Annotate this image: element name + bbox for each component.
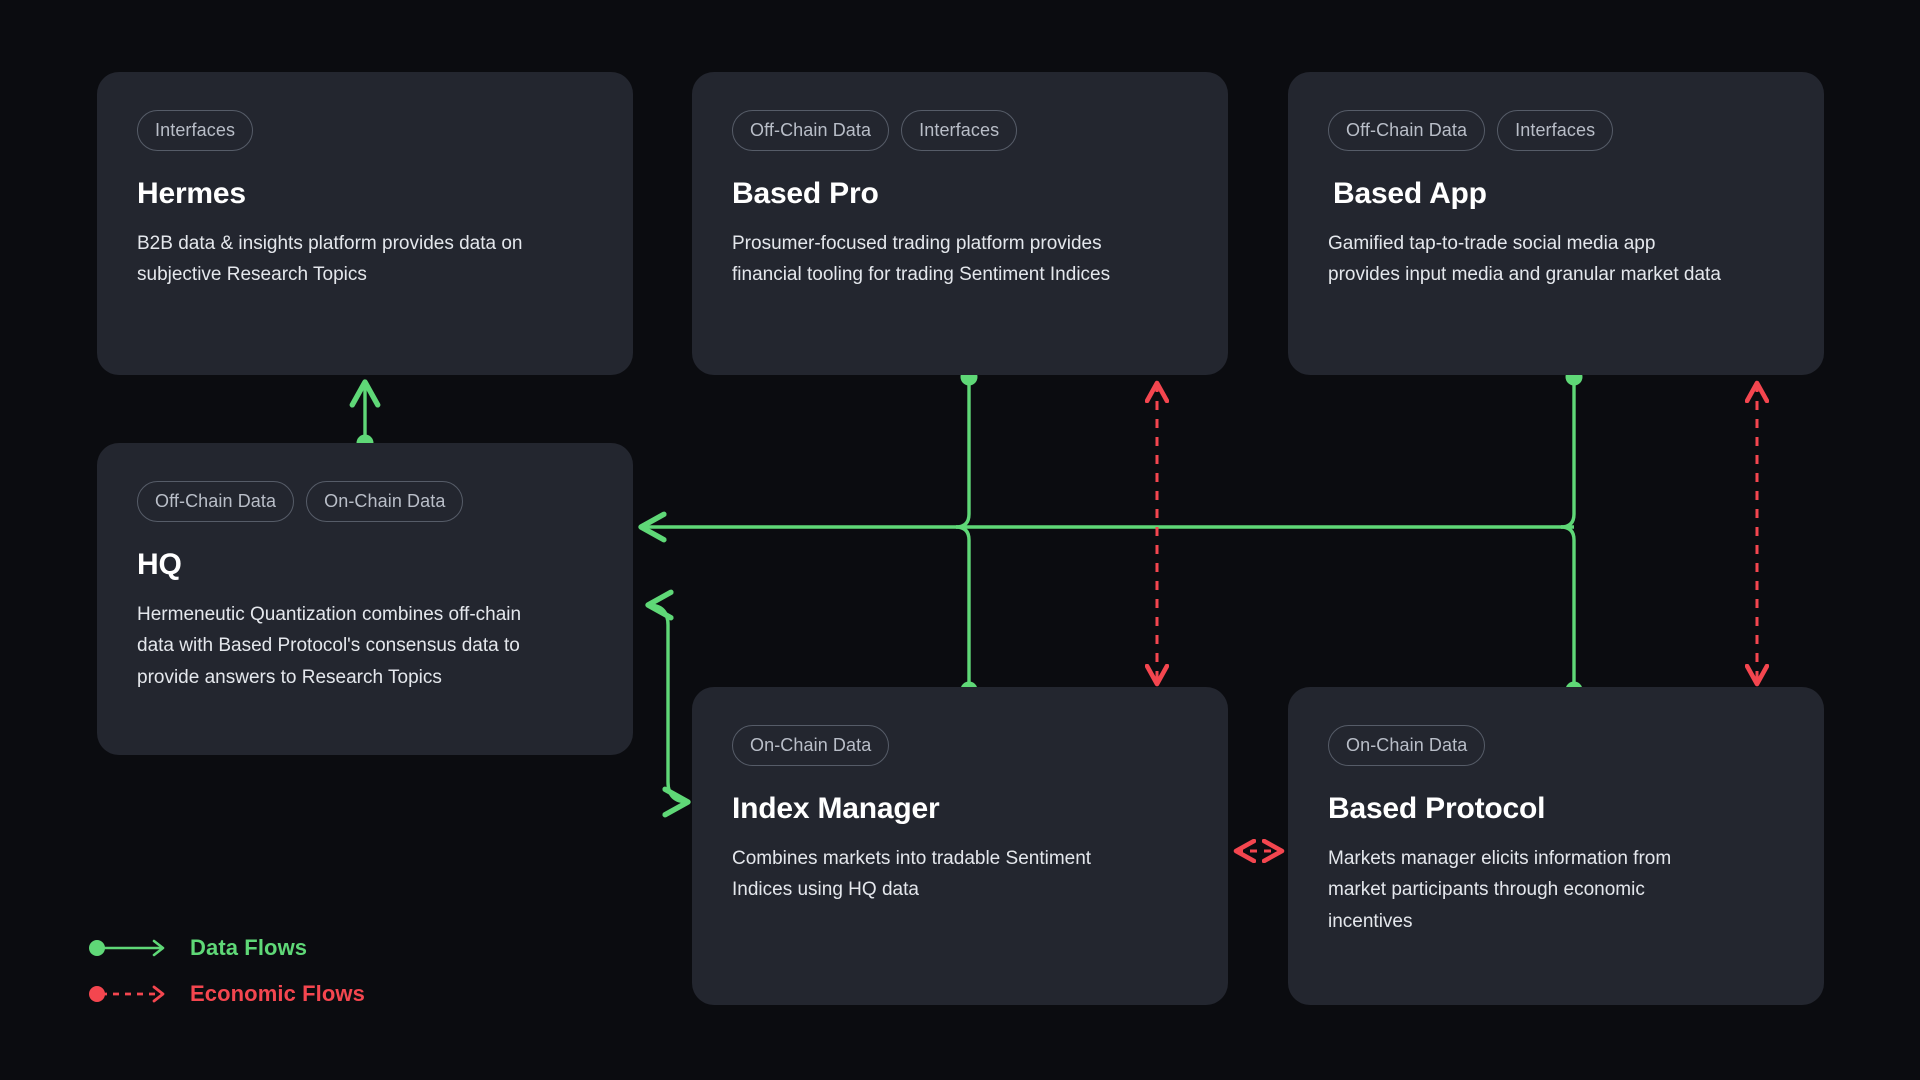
- tag-interfaces: Interfaces: [1497, 110, 1614, 151]
- tag-on-chain-data: On-Chain Data: [732, 725, 890, 766]
- card-index-manager[interactable]: On-Chain Data Index Manager Combines mar…: [692, 687, 1228, 1005]
- flow-hq-to-hermes: [357, 382, 374, 452]
- tag-interfaces: Interfaces: [137, 110, 254, 151]
- card-title: Based Protocol: [1328, 792, 1546, 825]
- tag-row: Off-Chain Data Interfaces: [1328, 110, 1784, 151]
- tag-row: Interfaces: [137, 110, 593, 151]
- legend-item-economic-flows: Economic Flows: [88, 971, 365, 1017]
- card-description: Prosumer-focused trading platform provid…: [732, 233, 1111, 286]
- legend-item-data-flows: Data Flows: [88, 925, 365, 971]
- tag-row: On-Chain Data: [732, 725, 1188, 766]
- card-based-app[interactable]: Off-Chain Data Interfaces Based App Gami…: [1288, 72, 1824, 375]
- tag-off-chain-data: Off-Chain Data: [732, 110, 890, 151]
- dot-dashed-arrow-icon: [89, 985, 165, 1003]
- card-description: Markets manager elicits information from…: [1328, 848, 1672, 932]
- card-hq[interactable]: Off-Chain Data On-Chain Data HQ Hermeneu…: [97, 443, 633, 755]
- tag-off-chain-data: Off-Chain Data: [1328, 110, 1486, 151]
- card-description: Gamified tap-to-trade social media app p…: [1328, 233, 1721, 286]
- card-based-protocol[interactable]: On-Chain Data Based Protocol Markets man…: [1288, 687, 1824, 1005]
- card-description: Hermeneutic Quantization combines off-ch…: [137, 604, 522, 688]
- tag-row: Off-Chain Data On-Chain Data: [137, 481, 593, 522]
- legend: Data Flows Economic Flows: [88, 925, 365, 1017]
- legend-label-data-flows: Data Flows: [190, 935, 308, 960]
- card-hermes[interactable]: Interfaces Hermes B2B data & insights pl…: [97, 72, 633, 375]
- card-title: Hermes: [137, 177, 246, 210]
- tag-on-chain-data: On-Chain Data: [306, 481, 464, 522]
- card-description: B2B data & insights platform provides da…: [137, 233, 523, 286]
- flow-data-bus-to-hq: [641, 368, 1583, 699]
- tag-interfaces: Interfaces: [901, 110, 1018, 151]
- card-title: Index Manager: [732, 792, 940, 825]
- tag-row: On-Chain Data: [1328, 725, 1784, 766]
- tag-off-chain-data: Off-Chain Data: [137, 481, 295, 522]
- card-title: Based App: [1333, 177, 1487, 210]
- flow-hq-index-manager: [648, 605, 688, 802]
- card-description: Combines markets into tradable Sentiment…: [732, 848, 1092, 901]
- card-title: HQ: [137, 548, 182, 581]
- tag-row: Off-Chain Data Interfaces: [732, 110, 1188, 151]
- dot-solid-arrow-icon: [89, 939, 165, 957]
- legend-label-economic-flows: Economic Flows: [190, 981, 365, 1006]
- tag-on-chain-data: On-Chain Data: [1328, 725, 1486, 766]
- card-based-pro[interactable]: Off-Chain Data Interfaces Based Pro Pros…: [692, 72, 1228, 375]
- card-title: Based Pro: [732, 177, 879, 210]
